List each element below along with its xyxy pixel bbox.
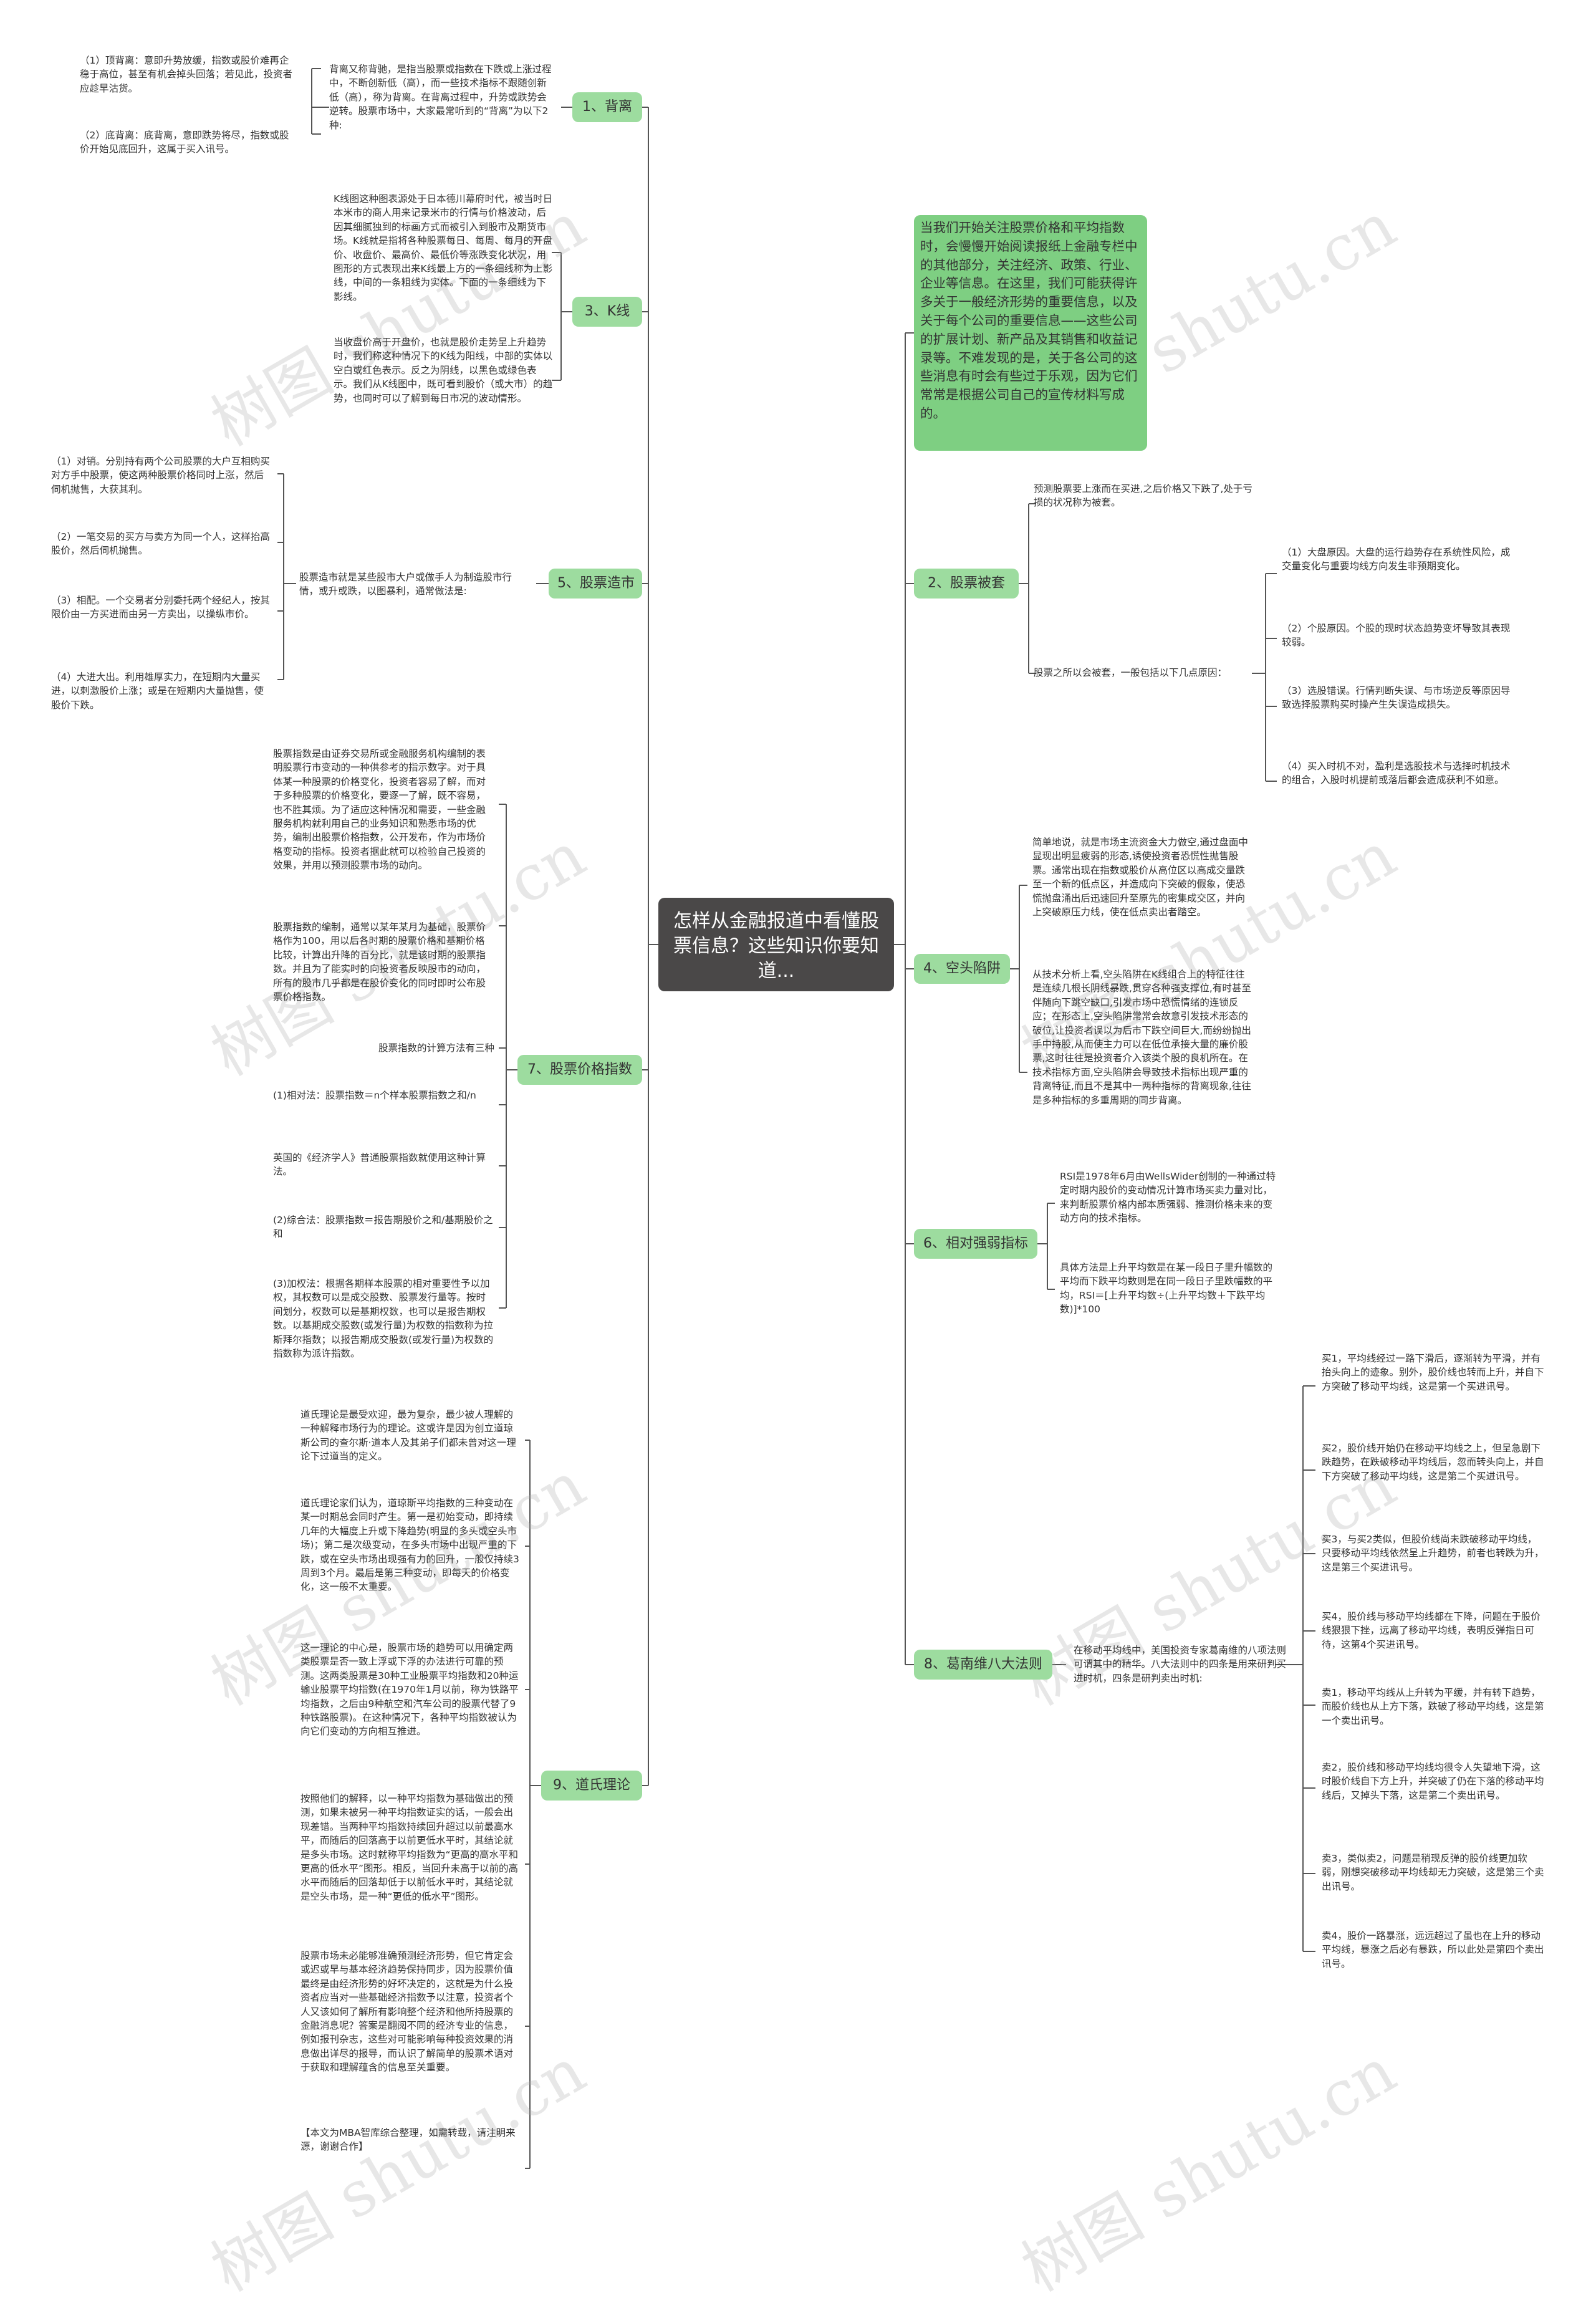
price-index-item: 股票指数是由证券交易所或金融服务机构编制的表明股票行市变动的一种供参考的指示数字…	[273, 748, 486, 872]
granville-description: 在移动平均线中，美国投资专家葛南维的八项法则可谓其中的精华。八大法则中的四条是用…	[1074, 1645, 1287, 1684]
branch-stock-trapped[interactable]: 2、股票被套	[914, 569, 1019, 599]
bear-trap-item: 从技术分析上看,空头陷阱在K线组合上的特征往往是连续几根长阴线暴跌,贯穿各种强支…	[1032, 969, 1251, 1106]
trapped-description: 预测股票要上涨而在买进,之后价格又下跌了,处于亏损的状况称为被套。	[1034, 483, 1252, 509]
dow-theory-item: 按照他们的解释，以一种平均指数为基础做出的预测，如果未被另一种平均指数证实的话，…	[300, 1793, 519, 1902]
branch-divergence[interactable]: 1、背离	[572, 92, 642, 122]
market-making-description: 股票造市就是某些股市大户或做手人为制造股市行情，或升或跌，以图暴利，通常做法是:	[299, 572, 512, 597]
branch-dow-theory[interactable]: 9、道氏理论	[541, 1771, 642, 1801]
rsi-item: RSI是1978年6月由WellsWider创制的一种通过特定时期内股价的变动情…	[1060, 1171, 1276, 1224]
price-index-item: (2)综合法：股票指数＝报告期股价之和/基期股价之和	[273, 1214, 493, 1240]
root-topic[interactable]: 怎样从金融报道中看懂股票信息？这些知识你要知道...	[658, 898, 894, 991]
granville-rule: 卖3，类似卖2，问题是稍现反弹的股价线更加软弱，刚想突破移动平均线却无力突破，这…	[1322, 1853, 1544, 1892]
dow-theory-item: 这一理论的中心是，股票市场的趋势可以用确定两类股票是否一致上浮或下浮的办法进行可…	[300, 1642, 519, 1738]
trapped-description: 股票之所以会被套，一般包括以下几点原因：	[1034, 667, 1228, 678]
trapped-item: （4）买入时机不对，盈利是选股技术与选择时机技术的组合，入股时机提前或落后都会造…	[1282, 761, 1511, 786]
trapped-item: （3）选股错误。行情判断失误、与市场逆反等原因导致选择股票购买时操产生失误造成损…	[1282, 685, 1511, 711]
granville-rule: 卖2，股价线和移动平均线均很令人失望地下滑，这时股价线自下方上升，并突破了仍在下…	[1322, 1762, 1544, 1801]
granville-rule: 买4，股价线与移动平均线都在下降，问题在于股价线狠狠下挫，远离了移动平均线，表明…	[1322, 1611, 1541, 1650]
dow-theory-item: 【本文为MBA智库综合整理，如需转载，请注明来源，谢谢合作】	[300, 2127, 516, 2153]
dow-theory-item: 股票市场未必能够准确预测经济形势，但它肯定会或迟或早与基本经济趋势保持同步，因为…	[300, 1950, 514, 2074]
market-making-item: （1）对销。分别持有两个公司股票的大户互相购买对方手中股票，使这两种股票价格同时…	[51, 456, 270, 495]
branch-candlestick[interactable]: 3、K线	[572, 297, 642, 327]
branch-granville-rules[interactable]: 8、葛南维八大法则	[914, 1650, 1052, 1680]
candlestick-item: 当收盘价高于开盘价，也就是股价走势呈上升趋势时，我们称这种情况下的K线为阳线，中…	[334, 337, 553, 404]
dow-theory-item: 道氏理论是最受欢迎，最为复杂，最少被人理解的一种解释市场行为的理论。这或许是因为…	[300, 1409, 516, 1463]
divergence-item: （2）底背离：底背离，意即跌势将尽，指数或股价开始见底回升，这属于买入讯号。	[80, 130, 289, 155]
branch-rsi[interactable]: 6、相对强弱指标	[914, 1229, 1037, 1259]
trapped-item: （1）大盘原因。大盘的运行趋势存在系统性风险，成交量变化与重要均线方向发生非预期…	[1282, 547, 1511, 572]
price-index-item: 股票指数的编制，通常以某年某月为基础，股票价格作为100，用以后各时期的股票价格…	[273, 921, 486, 1003]
divergence-item: （1）顶背离：意即升势放缓，指数或股价难再企稳于高位，甚至有机会掉头回落；若见此…	[80, 55, 293, 94]
granville-rule: 买2，股价线开始仍在移动平均线之上，但呈急剧下跌趋势，在跌破移动平均线后，忽而转…	[1322, 1443, 1544, 1482]
branch-price-index[interactable]: 7、股票价格指数	[517, 1055, 642, 1085]
branch-market-making[interactable]: 5、股票造市	[549, 569, 642, 599]
connector-lines	[277, 68, 1315, 2169]
trapped-item: （2）个股原因。个股的现时状态趋势变坏导致其表现较弱。	[1282, 623, 1511, 648]
granville-rule: 买1，平均线经过一路下滑后，逐渐转为平滑，并有抬头向上的迹象。别外，股价线也转而…	[1322, 1353, 1544, 1392]
rsi-item: 具体方法是上升平均数是在某一段日子里升幅数的平均而下跌平均数则是在同一段日子里跌…	[1060, 1262, 1273, 1315]
market-making-item: （2）一笔交易的买方与卖方为同一个人，这样抬高股价，然后伺机抛售。	[51, 531, 270, 557]
market-making-item: （4）大进大出。利用雄厚实力，在短期内大量买进，以刺激股价上涨；或是在短期内大量…	[51, 671, 264, 711]
intro-node[interactable]: 当我们开始关注股票价格和平均指数时，会慢慢开始阅读报纸上金融专栏中的其他部分，关…	[914, 215, 1147, 451]
price-index-item: (3)加权法：根据各期样本股票的相对重要性予以加权，其权数可以是成交股数、股票发…	[273, 1278, 494, 1360]
candlestick-item: K线图这种图表源处于日本德川幕府时代，被当时日本米市的商人用来记录米市的行情与价…	[334, 193, 553, 302]
price-index-item: (1)相对法：股票指数＝n个样本股票指数之和/n	[273, 1090, 476, 1101]
bear-trap-item: 简单地说，就是市场主流资金大力做空,通过盘面中显现出明显疲弱的形态,诱使投资者恐…	[1032, 837, 1248, 918]
divergence-description: 背离又称背驰，是指当股票或指数在下跌或上涨过程中，不断创新低（高），而一些技术指…	[329, 64, 552, 131]
granville-rule: 卖1，移动平均线从上升转为平缓，并有转下趋势，而股价线也从上方下落，跌破了移动平…	[1322, 1687, 1544, 1726]
dow-theory-item: 道氏理论家们认为，道琼斯平均指数的三种变动在某一时期总会同时产生。第一是初始变动…	[300, 1498, 519, 1593]
market-making-item: （3）相配。一个交易者分别委托两个经纪人，按其限价由一方买进而由另一方卖出，以操…	[51, 595, 270, 620]
granville-rule: 买3，与买2类似，但股价线尚未跌破移动平均线，只要移动平均线依然呈上升趋势，前者…	[1322, 1534, 1544, 1573]
price-index-item: 英国的《经济学人》普通股票指数就使用这种计算法。	[273, 1152, 486, 1178]
granville-rule: 卖4，股价一路暴涨，远远超过了虽也在上升的移动平均线，暴涨之后必有暴跌，所以此处…	[1322, 1930, 1544, 1969]
price-index-item: 股票指数的计算方法有三种	[378, 1042, 494, 1054]
branch-bear-trap[interactable]: 4、空头陷阱	[914, 954, 1010, 984]
